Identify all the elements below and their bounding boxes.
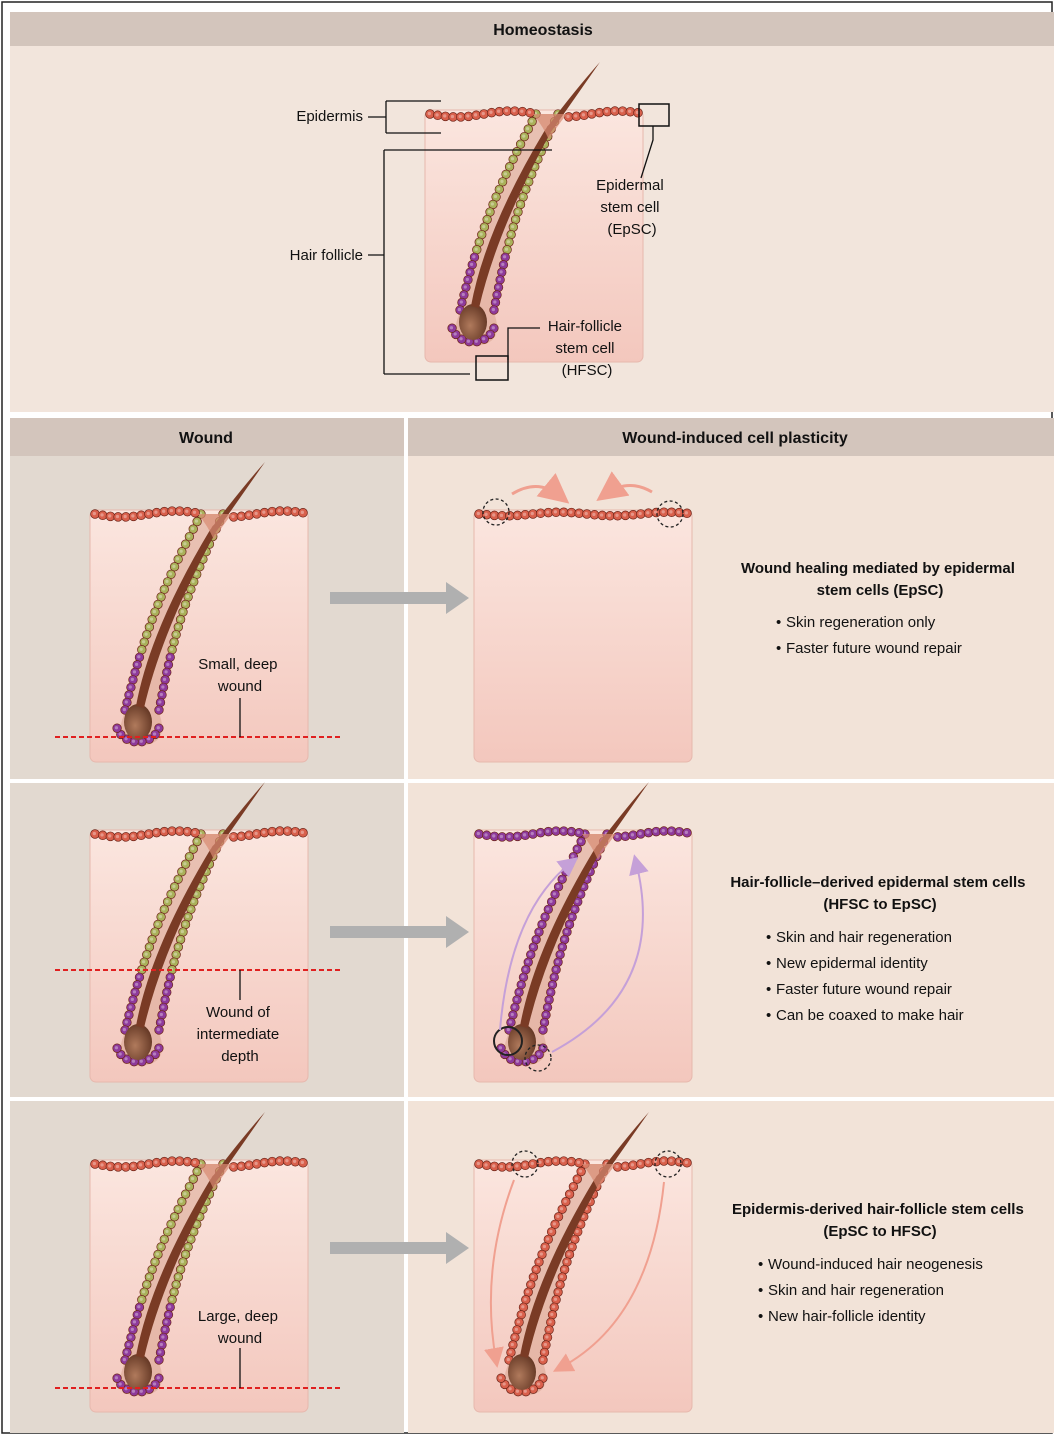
homeostasis-title: Homeostasis <box>493 22 593 39</box>
homeostasis-panel: Homeostasis Epidermis Hair follicle Epid… <box>10 12 1054 412</box>
wound-column-title: Wound <box>179 430 233 447</box>
row1-result-skin <box>474 508 692 762</box>
hair-follicle-label: Hair follicle <box>290 247 363 264</box>
plasticity-column-title: Wound-induced cell plasticity <box>622 430 848 447</box>
row-divider-2 <box>10 1097 1054 1101</box>
epidermis-label: Epidermis <box>296 108 363 125</box>
row-divider-1 <box>10 779 1054 783</box>
